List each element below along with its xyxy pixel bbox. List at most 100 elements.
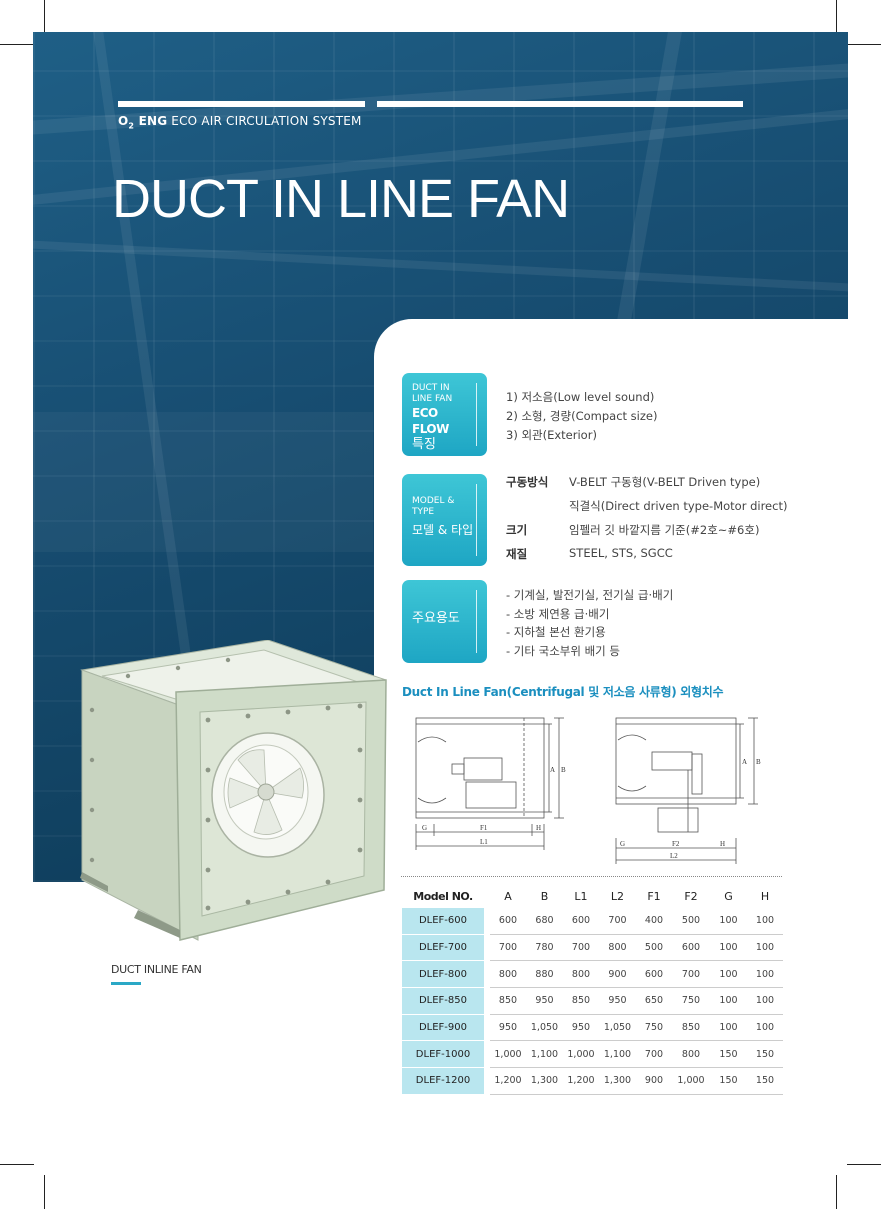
table-cell: 1,200: [563, 1068, 599, 1095]
column-header: F1: [647, 889, 661, 903]
brand-sub: 2: [128, 121, 135, 131]
table-cell: 900: [636, 1068, 672, 1095]
features-list: 1) 저소음(Low level sound) 2) 소형, 경량(Compac…: [506, 388, 657, 445]
table-cell: 800: [563, 961, 599, 989]
badge-text: LINE FAN: [412, 394, 453, 404]
table-cell: 150: [710, 1041, 747, 1069]
crop-mark: [836, 0, 837, 34]
badge-text: 주요용도: [412, 611, 460, 626]
table-cell: 150: [747, 1041, 783, 1069]
badge-text: MODEL &: [412, 496, 455, 506]
table-cell: 1,300: [526, 1068, 563, 1095]
table-cell: 880: [526, 961, 563, 989]
table-cell: 100: [747, 935, 783, 962]
header-bar-left: [118, 101, 365, 107]
badge-uses: 주요용도: [402, 580, 487, 663]
table-cell: 750: [672, 988, 710, 1015]
drawing-label: F2: [672, 840, 680, 848]
caption-underline: [111, 982, 141, 985]
list-item: - 소방 제연용 급·배기: [506, 606, 610, 621]
spec-table: Model NO. A B L1 L2 F1 F2 G H DLEF-600 6…: [402, 884, 783, 1095]
table-cell: 100: [710, 961, 747, 989]
table-cell: 600: [490, 908, 526, 935]
drawing-label: B: [561, 766, 566, 774]
table-cell: 600: [636, 961, 672, 989]
table-cell: 1,050: [599, 1015, 636, 1042]
table-cell: 950: [526, 988, 563, 1015]
dimension-drawing-2: G F2 H L2 A B: [615, 717, 761, 864]
crop-mark: [847, 44, 881, 45]
list-item: 1) 저소음(Low level sound): [506, 390, 655, 404]
column-header: A: [504, 889, 512, 903]
table-row: DLEF-1000 1,000 1,100 1,000 1,100 700 80…: [402, 1041, 783, 1069]
badge-text: TYPE: [412, 507, 435, 517]
brand-line: O2 ENG ECO AIR CIRCULATION SYSTEM: [118, 114, 362, 130]
table-cell: 1,100: [599, 1041, 636, 1069]
table-cell: 700: [672, 961, 710, 989]
drawing-label: A: [550, 766, 555, 774]
model-cell: DLEF-1000: [402, 1041, 484, 1069]
header-bar-right: [377, 101, 743, 107]
table-cell: 600: [563, 908, 599, 935]
brand-tagline: ECO AIR CIRCULATION SYSTEM: [171, 114, 362, 128]
dimensions-title: Duct In Line Fan(Centrifugal 및 저소음 사류형) …: [402, 685, 724, 699]
list-item: 3) 외관(Exterior): [506, 428, 597, 442]
table-cell: 950: [563, 1015, 599, 1042]
badge-text: DUCT IN: [412, 383, 450, 393]
column-header: H: [760, 889, 770, 903]
table-cell: 800: [490, 961, 526, 989]
column-header: Model NO.: [413, 889, 473, 903]
list-item: - 기타 국소부위 배기 등: [506, 643, 620, 658]
table-cell: 100: [747, 988, 783, 1015]
table-cell: 950: [490, 1015, 526, 1042]
table-cell: 900: [599, 961, 636, 989]
table-cell: 100: [710, 988, 747, 1015]
table-cell: 400: [636, 908, 672, 935]
model-cell: DLEF-600: [402, 908, 484, 935]
table-cell: 800: [672, 1041, 710, 1069]
table-cell: 100: [710, 1015, 747, 1042]
table-cell: 850: [490, 988, 526, 1015]
list-item: 2) 소형, 경량(Compact size): [506, 409, 658, 423]
table-cell: 1,000: [672, 1068, 710, 1095]
drive-key: 구동방식: [506, 475, 549, 489]
drawing-label: H: [536, 824, 541, 832]
table-row: DLEF-700 700 780 700 800 500 600 100 100: [402, 934, 783, 962]
table-cell: 780: [526, 935, 563, 962]
page-title: DUCT IN LINE FAN: [112, 169, 570, 229]
table-cell: 850: [672, 1015, 710, 1042]
badge-features: DUCT IN LINE FAN ECO FLOW 특징: [402, 373, 487, 456]
table-cell: 700: [563, 935, 599, 962]
model-cell: DLEF-850: [402, 988, 484, 1015]
column-header: L1: [574, 889, 588, 903]
uses-list: - 기계실, 발전기실, 전기실 급·배기 - 소방 제연용 급·배기 - 지하…: [506, 586, 673, 660]
table-cell: 650: [636, 988, 672, 1015]
table-cell: 950: [599, 988, 636, 1015]
drawing-label: G: [620, 840, 625, 848]
crop-mark: [836, 1175, 837, 1209]
table-cell: 1,300: [599, 1068, 636, 1095]
table-cell: 500: [672, 908, 710, 935]
list-item: - 지하철 본선 환기용: [506, 625, 606, 639]
drive-value: V-BELT 구동형(V-BELT Driven type): [569, 475, 761, 489]
badge-model-type: MODEL & TYPE 모델 & 타입: [402, 474, 487, 566]
table-cell: 700: [599, 908, 636, 935]
model-cell: DLEF-1200: [402, 1068, 484, 1095]
material-value: STEEL, STS, SGCC: [569, 546, 673, 560]
table-header-row: Model NO. A B L1 L2 F1 F2 G H: [402, 884, 783, 908]
table-cell: 100: [710, 908, 747, 935]
drawing-label: H: [720, 840, 725, 848]
table-cell: 1,100: [526, 1041, 563, 1069]
table-row: DLEF-800 800 880 800 900 600 700 100 100: [402, 961, 783, 989]
column-header: G: [724, 889, 733, 903]
table-cell: 750: [636, 1015, 672, 1042]
table-cell: 680: [526, 908, 563, 935]
badge-text: ECO FLOW: [412, 406, 449, 436]
badge-text: 모델 & 타입: [412, 523, 474, 537]
model-cell: DLEF-900: [402, 1014, 484, 1042]
column-header: L2: [610, 889, 625, 903]
drawing-label: L1: [480, 838, 488, 846]
crop-mark: [0, 44, 34, 45]
divider: [401, 876, 782, 877]
drawing-label: F1: [480, 824, 488, 832]
